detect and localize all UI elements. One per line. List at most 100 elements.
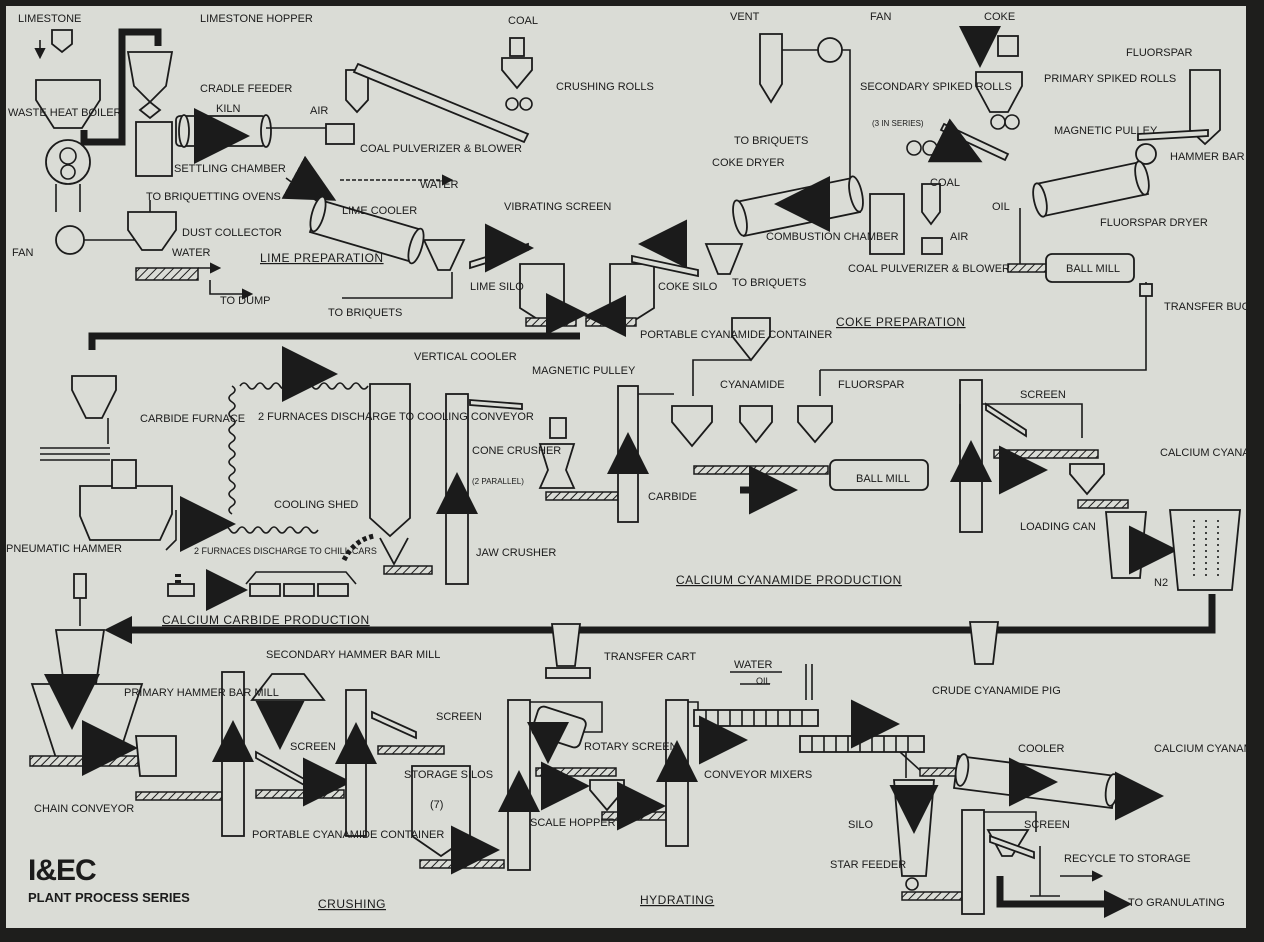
waste-heat-boiler-hopper (36, 80, 100, 128)
label-recycle-to-storage: RECYCLE TO STORAGE (1064, 853, 1191, 865)
rotary-screen (531, 705, 588, 749)
star-feeder-conveyor (902, 892, 962, 900)
label-loading-can: LOADING CAN (1020, 521, 1096, 533)
label-cone-crusher: CONE CRUSHER (472, 445, 561, 457)
coal-receiver (510, 38, 524, 56)
section-title-crushing: CRUSHING (318, 897, 386, 911)
settling-chamber (136, 122, 172, 176)
coke-silo-feeder (586, 318, 636, 326)
flowsheet: LIME PREPARATION COKE PREP (6, 6, 1246, 928)
label-cooler: COOLER (1018, 743, 1065, 755)
cone-crusher-conveyor (546, 492, 618, 500)
section-title-cyanamide: CALCIUM CYANAMIDE PRODUCTION (676, 573, 902, 587)
label-waste-heat-boiler: WASTE HEAT BOILER (8, 107, 122, 119)
pig-at-hammer (56, 630, 104, 684)
screen-2-conveyor (256, 790, 344, 798)
label-transfer-buggy: TRANSFER BUGGY (1164, 301, 1246, 313)
label-coke-silo: COKE SILO (658, 281, 718, 293)
label-fan-2: FAN (870, 11, 891, 23)
label-primary-spiked-rolls: PRIMARY SPIKED ROLLS (1044, 73, 1176, 85)
label-water-1: WATER (172, 247, 211, 259)
label-magnetic-pulley-1: MAGNETIC PULLEY (1054, 125, 1158, 137)
label-lime-cooler: LIME COOLER (342, 205, 417, 217)
coal-pulverizer-2 (922, 238, 942, 254)
section-title-coke: COKE PREPARATION (836, 315, 966, 329)
label-coke-dryer: COKE DRYER (712, 157, 785, 169)
cone-crusher-feed (550, 418, 566, 438)
chill-car-1 (168, 584, 194, 596)
transfer-cart (546, 668, 590, 678)
electrode (112, 460, 136, 488)
jaw-crusher-conveyor (384, 566, 432, 574)
label-vibrating-screen: VIBRATING SCREEN (504, 201, 611, 213)
carbide-furnace (80, 486, 172, 540)
vibrating-screen-hopper (424, 240, 464, 270)
magnetic-pulley-belt-2 (470, 400, 522, 409)
label-magnetic-pulley-2: MAGNETIC PULLEY (532, 365, 636, 377)
lime-silo-feeder (526, 318, 576, 326)
screen-1 (986, 404, 1026, 436)
star-feeder (906, 878, 918, 890)
label-secondary-hammer-bar-mill: SECONDARY HAMMER BAR MILL (266, 649, 440, 661)
label-carbide-furnace: CARBIDE FURNACE (140, 413, 245, 425)
label-star-feeder: STAR FEEDER (830, 859, 906, 871)
rotary-screen-conveyor (536, 768, 616, 776)
label-calcium-cyanamide-oven: CALCIUM CYANAMIDE OVEN (1160, 447, 1246, 459)
label-vertical-cooler: VERTICAL COOLER (414, 351, 517, 363)
label-scale-hopper: SCALE HOPPER (530, 817, 616, 829)
label-ball-mill-1: BALL MILL (1066, 263, 1120, 275)
transfer-cart-pig (552, 624, 580, 666)
section-title-lime: LIME PREPARATION (260, 251, 384, 265)
pneumatic-hammer (74, 574, 86, 598)
bucket-elevator-8 (962, 810, 984, 914)
label-coal-2: COAL (930, 177, 960, 189)
label-limestone-hopper: LIMESTONE HOPPER (200, 13, 313, 25)
label-secondary-spiked-rolls: SECONDARY SPIKED ROLLS (860, 81, 1012, 93)
calcium-cyanamide-oven (1170, 510, 1240, 590)
coal-conveyor-1 (354, 64, 528, 142)
limestone-hopper (128, 52, 172, 102)
label-fluorspar-dryer: FLUORSPAR DRYER (1100, 217, 1208, 229)
series-logo: I&EC (28, 854, 190, 888)
cradle-feeder (140, 102, 160, 118)
label-water-3: WATER (734, 659, 773, 671)
label-to-briquets-2: TO BRIQUETS (732, 277, 806, 289)
label-crude-cyanamide-pig: CRUDE CYANAMIDE PIG (932, 685, 1061, 697)
label-storage-silos: STORAGE SILOS (404, 769, 493, 781)
furnace-feed-hopper (72, 376, 116, 418)
label-limestone: LIMESTONE (18, 13, 81, 25)
label-coal-pulverizer-2: COAL PULVERIZER & BLOWER (848, 263, 1010, 275)
label-to-briquetting-ovens: TO BRIQUETTING OVENS (146, 191, 281, 203)
label-two-furnaces-chill: 2 FURNACES DISCHARGE TO CHILL CARS (194, 546, 377, 556)
hydrating: HYDRATING (556, 664, 1150, 914)
loading-hopper (1070, 464, 1104, 494)
jaw-crusher (380, 538, 408, 564)
cooler-feed-conveyor (920, 768, 960, 776)
label-water-2: WATER (420, 179, 459, 191)
label-kiln: KILN (216, 103, 241, 115)
label-lime-silo: LIME SILO (470, 281, 524, 293)
label-conveyor-mixers: CONVEYOR MIXERS (704, 769, 812, 781)
label-coal-1: COAL (508, 15, 538, 27)
label-in-series: (3 IN SERIES) (872, 119, 924, 128)
ball-mill-feed-conveyor (694, 466, 828, 474)
label-crushing-rolls: CRUSHING ROLLS (556, 81, 654, 93)
screen-2 (256, 752, 306, 786)
label-storage-silos-q: (7) (430, 799, 443, 811)
fluorspar-bin-2 (798, 406, 832, 442)
cooling-conveyor-vertical (229, 386, 235, 514)
loading-can (1106, 512, 1146, 578)
label-silo: SILO (848, 819, 874, 831)
section-title-carbide: CALCIUM CARBIDE PRODUCTION (162, 613, 370, 627)
label-vent: VENT (730, 11, 760, 23)
furnace-bus-bars (40, 448, 110, 460)
coke-receiver (998, 36, 1018, 56)
label-jaw-crusher: JAW CRUSHER (476, 547, 556, 559)
label-ball-mill-2: BALL MILL (856, 473, 910, 485)
label-cyanamide: CYANAMIDE (720, 379, 785, 391)
label-air-1: AIR (310, 105, 328, 117)
label-hammer-bar-mill: HAMMER BAR MILL (1170, 151, 1246, 163)
process-diagram: LIME PREPARATION COKE PREP (6, 6, 1246, 928)
label-primary-hammer-bar-mill: PRIMARY HAMMER BAR MILL (124, 687, 279, 699)
label-two-parallel: (2 PARALLEL) (472, 477, 524, 486)
